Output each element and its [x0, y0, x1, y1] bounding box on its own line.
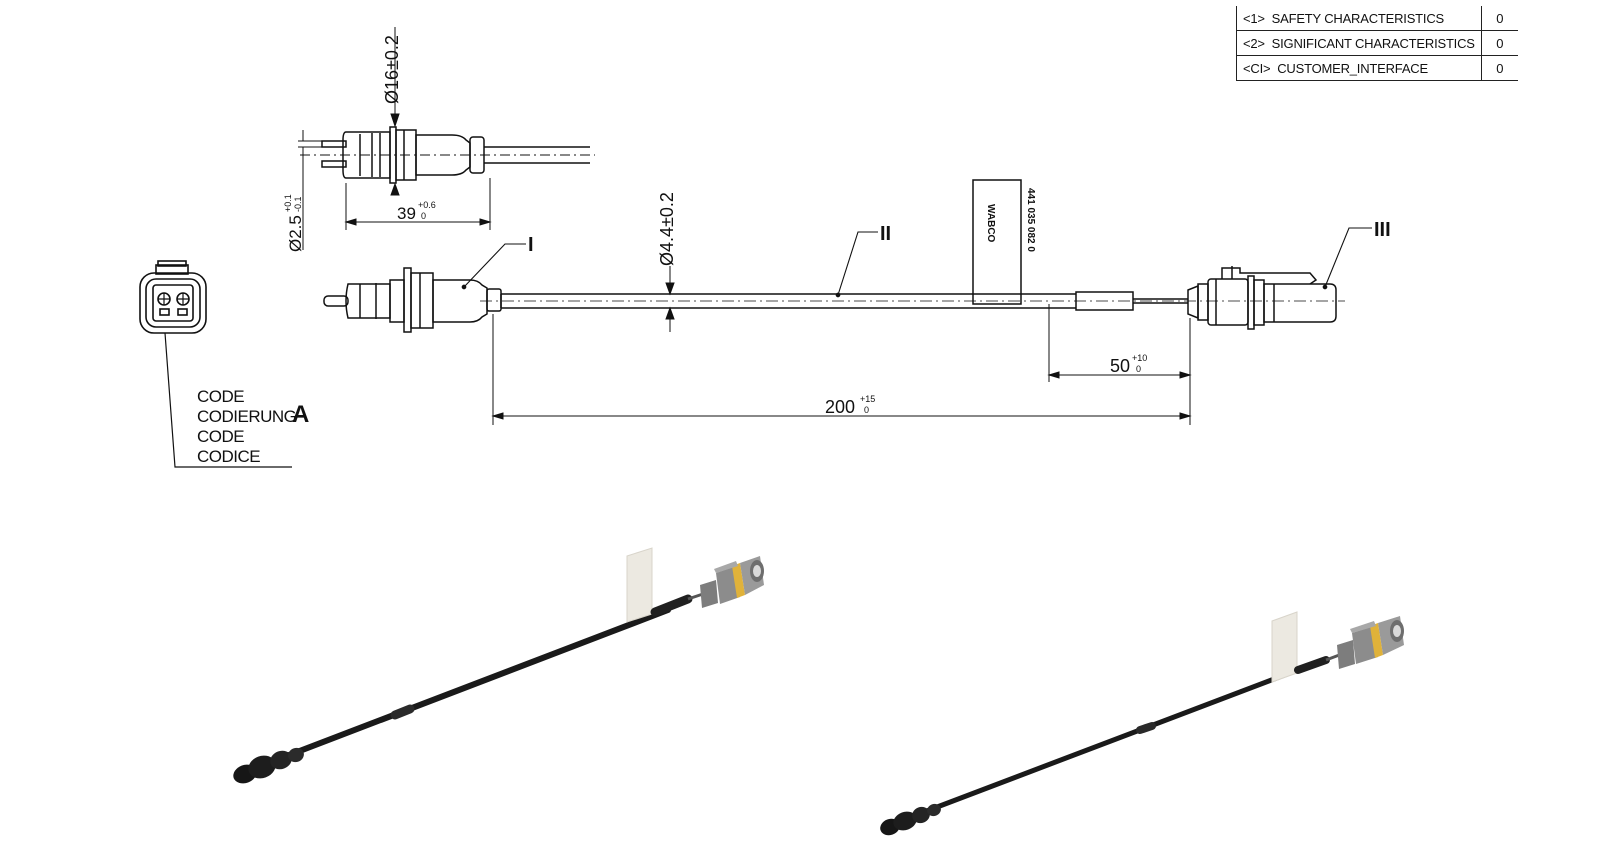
legend-label-significant: <2> SIGNIFICANT CHARACTERISTICS	[1236, 30, 1482, 56]
connector-face-view	[139, 260, 207, 334]
pin-tol-lower: -0.1	[293, 196, 303, 212]
legend-label-customer: <CI> CUSTOMER_INTERFACE	[1236, 55, 1482, 81]
plug-length-tol-lower: 0	[421, 211, 426, 221]
plug-length-tol-upper: +0.6	[418, 200, 436, 210]
legend-text: CUSTOMER_INTERFACE	[1277, 60, 1428, 76]
legend-value: 0	[1480, 55, 1518, 81]
cable-diameter-dim	[665, 266, 675, 332]
legend-row: <2> SIGNIFICANT CHARACTERISTICS 0	[1236, 30, 1518, 56]
pin-diameter-label: Ø2.5	[286, 215, 305, 252]
total-tol-lower: 0	[864, 405, 869, 415]
render-right	[880, 611, 1404, 836]
callout-leaders	[461, 227, 1372, 298]
legend-label-safety: <1> SAFETY CHARACTERISTICS	[1236, 6, 1482, 31]
plug-length-label: 39	[397, 204, 416, 223]
plug-diameter-label: Ø16±0.2	[382, 35, 402, 104]
flag-part-number: 441 035 082 0	[1025, 188, 1036, 252]
callout-ii: II	[880, 223, 891, 245]
legend-row: <CI> CUSTOMER_INTERFACE 0	[1236, 55, 1518, 81]
legend-text: SAFETY CHARACTERISTICS	[1271, 10, 1445, 26]
code-letter: A	[292, 401, 310, 428]
characteristics-legend: <1> SAFETY CHARACTERISTICS 0 <2> SIGNIFI…	[1236, 6, 1518, 81]
tail-length-label: 50	[1110, 356, 1130, 376]
code-label: CODE	[197, 427, 245, 446]
total-tol-upper: +15	[860, 394, 875, 404]
tail-tol-upper: +10	[1132, 353, 1147, 363]
callout-iii: III	[1374, 219, 1391, 241]
code-label: CODICE	[197, 447, 261, 466]
legend-key: <CI>	[1243, 60, 1271, 76]
legend-text: SIGNIFICANT CHARACTERISTICS	[1271, 35, 1475, 51]
code-labels: CODE CODIERUNG CODE CODICE	[197, 387, 297, 467]
tail-tol-lower: 0	[1136, 364, 1141, 374]
code-label: CODIERUNG	[197, 407, 297, 426]
cable-assembly-view	[323, 179, 1345, 333]
render-left	[233, 547, 764, 784]
cable-diameter-label: Ø4.4±0.2	[657, 192, 677, 266]
legend-key: <2>	[1243, 35, 1265, 51]
plug-detail-view	[300, 126, 595, 184]
callout-i: I	[528, 234, 534, 256]
pin-tol-upper: +0.1	[283, 194, 293, 212]
code-leader	[164, 332, 292, 468]
total-length-label: 200	[825, 397, 855, 417]
plug-dimensions	[298, 27, 492, 250]
legend-value: 0	[1480, 30, 1518, 56]
legend-row: <1> SAFETY CHARACTERISTICS 0	[1236, 6, 1518, 31]
legend-value: 0	[1480, 6, 1518, 31]
code-label: CODE	[197, 387, 245, 406]
legend-key: <1>	[1243, 10, 1265, 26]
length-dimensions	[491, 304, 1192, 425]
flag-brand: WABCO	[985, 204, 996, 243]
